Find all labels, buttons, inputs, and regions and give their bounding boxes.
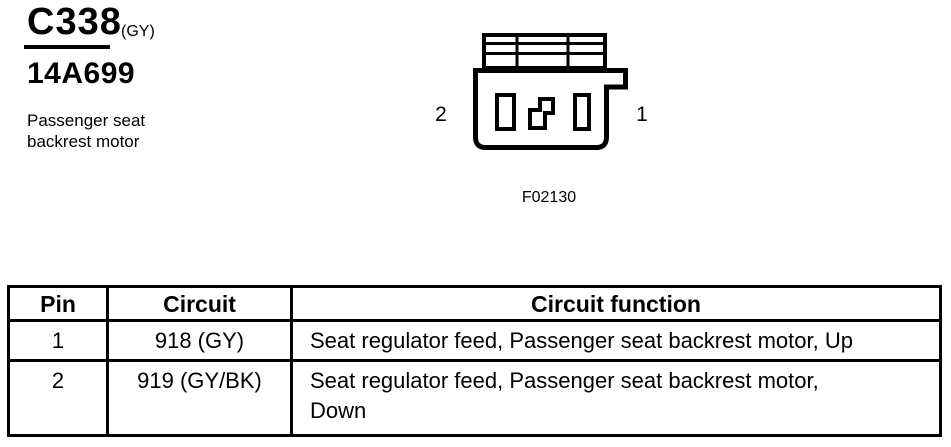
connector-id-underline [24,45,110,49]
table-row: 2 919 (GY/BK) Seat regulator feed, Passe… [7,359,942,437]
pin-cell: 2 [7,359,109,437]
table-header-row: Pin Circuit Circuit function [7,285,942,322]
table-row: 1 918 (GY) Seat regulator feed, Passenge… [7,319,942,362]
pin-1-label: 1 [636,103,648,126]
connector-color-code: (GY) [121,23,155,40]
connector-description: Passenger seat backrest motor [27,111,146,151]
connector-id: C338 [27,1,122,43]
connector-latch-grid [482,33,607,70]
circuit-cell: 918 (GY) [106,319,293,362]
circuit-function-cell: Seat regulator feed, Passenger seat back… [290,319,942,362]
pin-2-label: 2 [435,103,447,126]
part-number: 14A699 [27,57,136,90]
circuit-function-cell: Seat regulator feed, Passenger seat back… [290,359,942,437]
column-header-circuit-function: Circuit function [290,285,942,322]
column-header-circuit: Circuit [106,285,293,322]
figure-id: F02130 [521,189,577,206]
circuit-cell: 919 (GY/BK) [106,359,293,437]
pinout-table: Pin Circuit Circuit function 1 918 (GY) … [7,285,942,437]
pin-cell: 1 [7,319,109,362]
column-header-pin: Pin [7,285,109,322]
pin-cavity-1 [573,93,591,131]
keyway-cavity [528,97,555,130]
pin-cavity-2 [495,93,516,131]
connector-drawing [473,33,628,150]
